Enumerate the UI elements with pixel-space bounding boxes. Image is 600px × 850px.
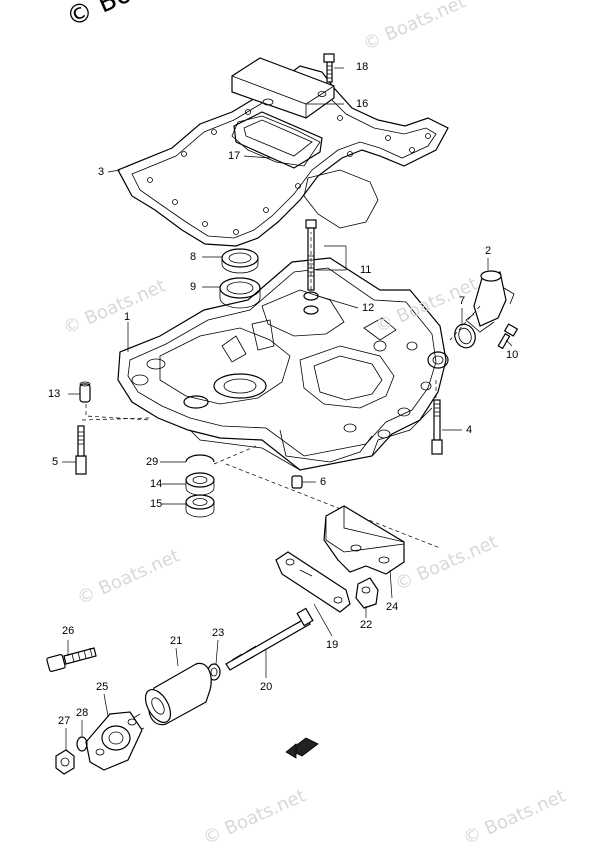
bolt-part-5 xyxy=(75,425,87,475)
callout-20: 20 xyxy=(260,681,273,693)
bolt-part-4 xyxy=(431,399,443,455)
bolt-part-10 xyxy=(497,323,519,350)
gasket-part-17 xyxy=(233,111,323,169)
bolt-part-26 xyxy=(46,647,97,672)
callout-23: 23 xyxy=(212,627,225,639)
callout-11: 11 xyxy=(360,264,372,276)
collar-part-22 xyxy=(355,577,379,609)
callout-14: 14 xyxy=(150,478,163,490)
callout-1: 1 xyxy=(124,311,131,323)
callout-21: 21 xyxy=(170,635,183,647)
callout-29: 29 xyxy=(146,456,159,468)
nut-part-27 xyxy=(55,749,75,775)
bracket-part-25 xyxy=(85,711,143,771)
cover-plate-part-16 xyxy=(231,57,335,119)
callout-2: 2 xyxy=(485,245,492,257)
bearing-part-15 xyxy=(185,494,215,518)
callout-16: 16 xyxy=(356,98,369,110)
engine-holder-part-1 xyxy=(117,257,449,471)
oil-seal-part-8 xyxy=(221,248,259,274)
thermostat-cover-part-2 xyxy=(465,270,515,333)
callout-24: 24 xyxy=(386,601,399,613)
callout-10: 10 xyxy=(506,349,519,361)
callout-7: 7 xyxy=(459,295,466,307)
callout-3: 3 xyxy=(98,166,105,178)
callout-26: 26 xyxy=(62,625,75,637)
callout-8: 8 xyxy=(190,251,197,263)
callout-leader-lines xyxy=(62,67,513,750)
callout-5: 5 xyxy=(52,456,59,468)
bolt-part-18 xyxy=(323,53,335,83)
callout-18: 18 xyxy=(356,61,369,73)
dowel-pin-part-13 xyxy=(79,381,91,403)
bracket-part-24 xyxy=(323,505,405,575)
callout-15: 15 xyxy=(150,498,163,510)
washer-part-28 xyxy=(76,736,88,752)
circlip-part-29 xyxy=(185,454,215,463)
callout-19: 19 xyxy=(326,639,339,651)
callout-22: 22 xyxy=(360,619,373,631)
bushing-part-14 xyxy=(185,472,215,496)
pin-part-6 xyxy=(291,475,303,489)
oil-seal-part-9 xyxy=(219,277,261,309)
callout-6: 6 xyxy=(320,476,327,488)
callout-28: 28 xyxy=(76,707,89,719)
callout-9: 9 xyxy=(190,281,197,293)
alignment-lines xyxy=(81,232,481,549)
callout-4: 4 xyxy=(466,424,473,436)
plate-part-19 xyxy=(275,551,351,613)
callout-17: 17 xyxy=(228,150,241,162)
callout-25: 25 xyxy=(96,681,109,693)
callout-27: 27 xyxy=(58,715,71,727)
rubber-mount-part-21 xyxy=(129,662,212,733)
shaft-part-20 xyxy=(225,607,314,671)
gasket-part-7 xyxy=(454,323,476,349)
forward-direction-arrow-icon xyxy=(285,737,319,759)
callout-13: 13 xyxy=(48,388,61,400)
callout-12: 12 xyxy=(362,302,375,314)
